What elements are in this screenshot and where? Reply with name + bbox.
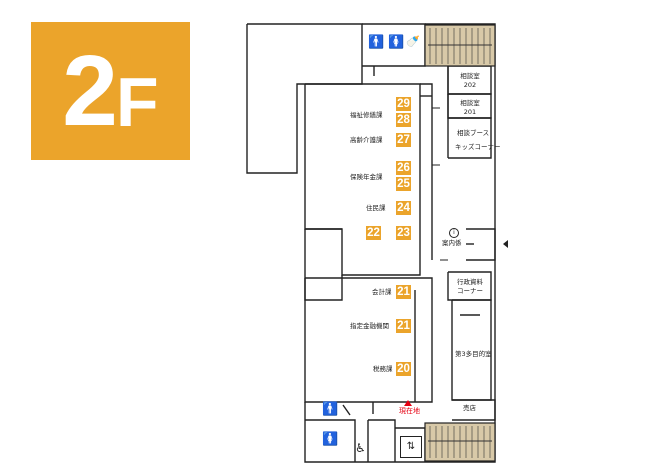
counter-label-bank: 指定金融機関	[350, 322, 389, 330]
counter-label-welfare: 福祉修繕課	[350, 111, 383, 119]
current-location-marker-icon	[404, 400, 412, 406]
counter-label-accounting: 会計課	[372, 288, 392, 296]
floor-badge: 2 F	[31, 22, 190, 160]
restroom-women-icon: 🚺	[388, 35, 405, 50]
counter-label-tax: 税務課	[373, 365, 393, 373]
window-28: 28	[396, 113, 411, 127]
elevator-icon: ⇅	[400, 436, 422, 458]
wall-info-desk	[466, 228, 496, 261]
wall-outer-right	[425, 23, 496, 420]
info-arrow-icon	[503, 240, 508, 248]
stairs-top	[424, 24, 496, 67]
room-consult-201: 相談室 201	[460, 99, 480, 116]
room-consult-202: 相談室 202	[460, 72, 480, 89]
window-26: 26	[396, 161, 411, 175]
floor-unit: F	[115, 63, 159, 141]
room-shop: 売店	[463, 404, 476, 412]
window-22: 22	[366, 226, 381, 240]
room-info: 案内係	[442, 239, 462, 247]
info-icon: i	[449, 228, 459, 238]
window-24: 24	[396, 201, 411, 215]
window-20: 20	[396, 362, 411, 376]
window-29: 29	[396, 97, 411, 111]
room-booth: 相談ブース	[457, 129, 490, 137]
room-multipurpose: 第3多目的室	[455, 350, 492, 358]
wall-office-lower	[304, 277, 433, 403]
counter-label-insurance: 保険年金課	[350, 173, 383, 181]
wheelchair-icon: ♿	[355, 441, 366, 455]
counter-label-residents: 住民課	[366, 204, 386, 212]
window-27: 27	[396, 133, 411, 147]
floor-number: 2	[62, 35, 118, 147]
restroom-men-icon: 🚹	[368, 35, 385, 50]
room-kids: キッズコーナー	[455, 143, 501, 151]
restroom-women-icon-lower: 🚺	[322, 432, 339, 447]
window-25: 25	[396, 177, 411, 191]
counter-label-elderly: 高齢介護課	[350, 136, 383, 144]
current-location-label: 現在地	[399, 407, 420, 415]
wall-shop	[452, 399, 496, 421]
baby-care-icon: 🍼	[406, 35, 420, 48]
window-21-accounting: 21	[396, 285, 411, 299]
window-21-bank: 21	[396, 319, 411, 333]
room-admin-docs: 行政資料 コーナー	[457, 278, 483, 295]
window-23: 23	[396, 226, 411, 240]
stairs-bottom	[424, 422, 496, 462]
restroom-men-icon-lower: 🚹	[322, 402, 339, 417]
